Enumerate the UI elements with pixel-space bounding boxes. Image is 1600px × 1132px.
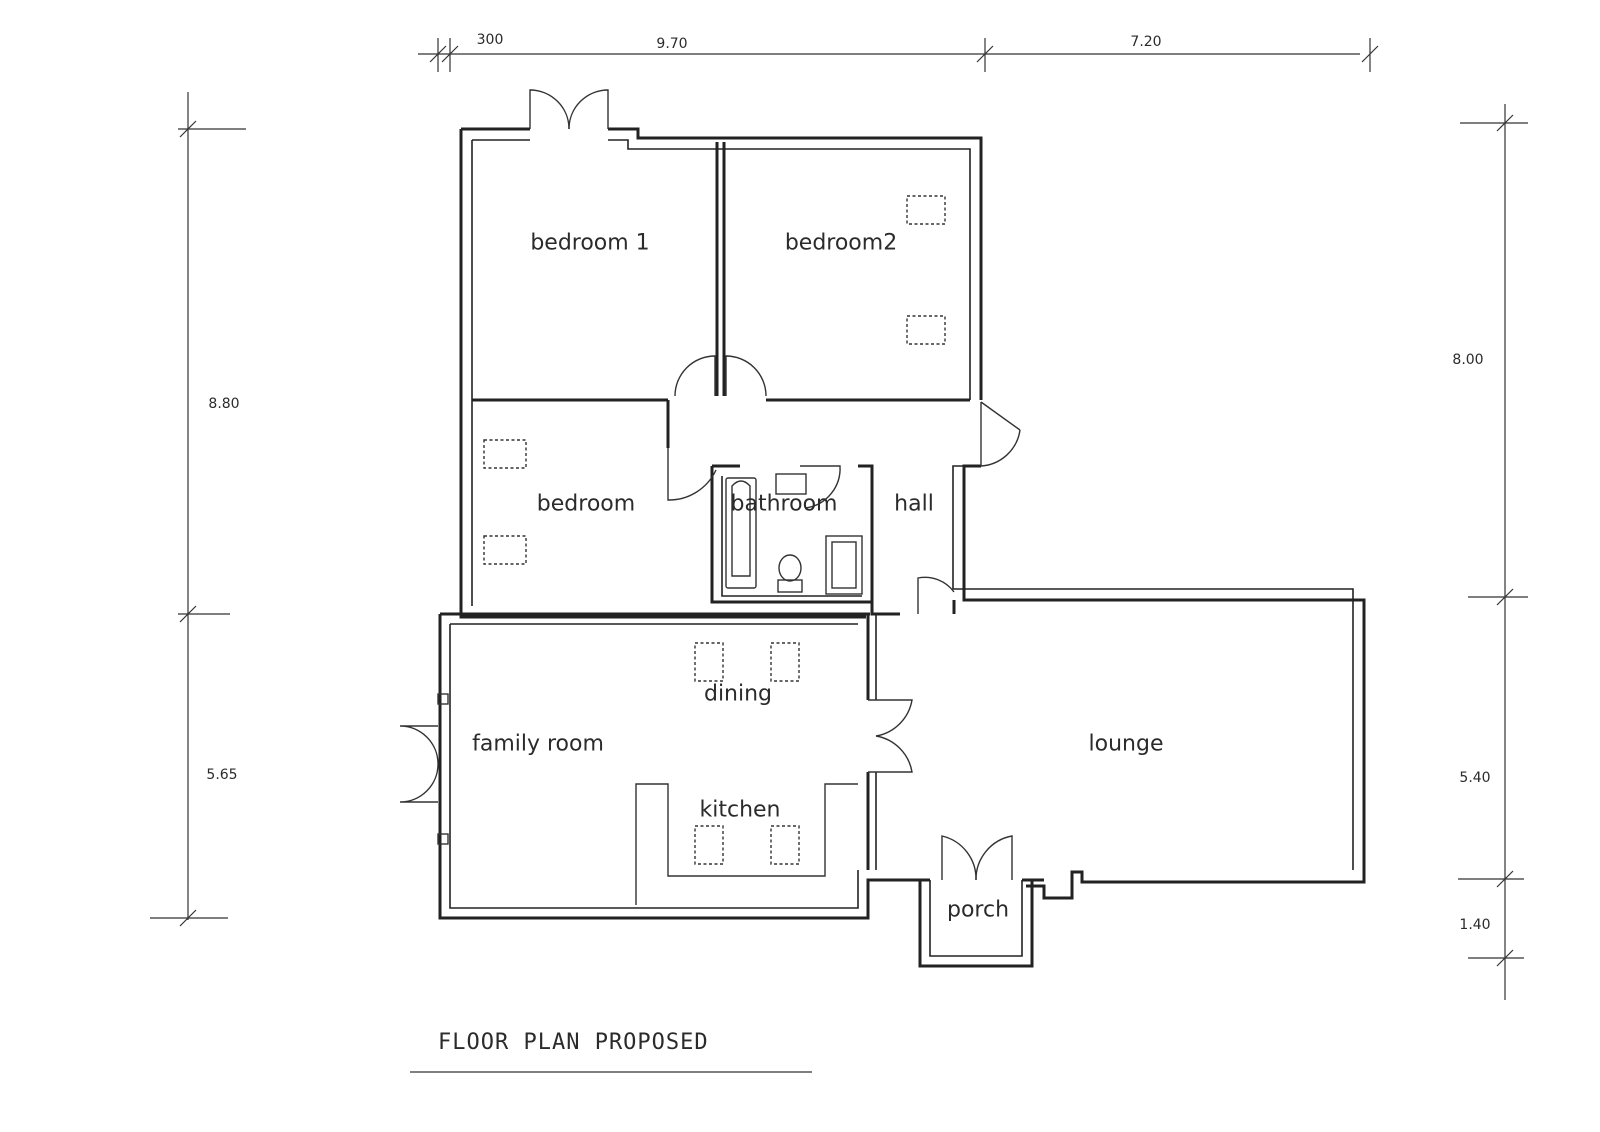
room-label-bedroom-2: bedroom2 <box>784 230 898 256</box>
dimension-label-right-5-40: 5.40 <box>1459 770 1491 786</box>
room-label-hall: hall <box>894 491 934 517</box>
room-label-dining: dining <box>703 681 773 707</box>
room-label-porch: porch <box>946 897 1010 923</box>
kitchen-counter <box>635 783 858 905</box>
dimension-label-top-9-70: 9.70 <box>656 36 688 52</box>
room-label-kitchen: kitchen <box>699 797 781 823</box>
dimension-label-left-8-80: 8.80 <box>208 396 240 412</box>
dimension-lines <box>150 38 1528 1000</box>
room-label-family-room: family room <box>472 731 604 757</box>
room-label-lounge: lounge <box>1088 731 1164 757</box>
plan-title: FLOOR PLAN PROPOSED <box>438 1030 709 1055</box>
dimension-label-left-5-65: 5.65 <box>206 767 238 783</box>
room-label-bedroom-1: bedroom 1 <box>530 230 650 256</box>
doors <box>399 89 1021 881</box>
walls <box>437 127 1366 968</box>
dimension-label-top-300: 300 <box>476 32 504 48</box>
dimension-label-right-8-00: 8.00 <box>1452 352 1484 368</box>
room-label-bathroom: bathroom <box>730 491 838 517</box>
dimension-label-right-1-40: 1.40 <box>1459 917 1491 933</box>
room-label-bedroom: bedroom <box>536 491 636 517</box>
dimension-label-top-7-20: 7.20 <box>1130 34 1162 50</box>
fixtures <box>483 195 946 865</box>
